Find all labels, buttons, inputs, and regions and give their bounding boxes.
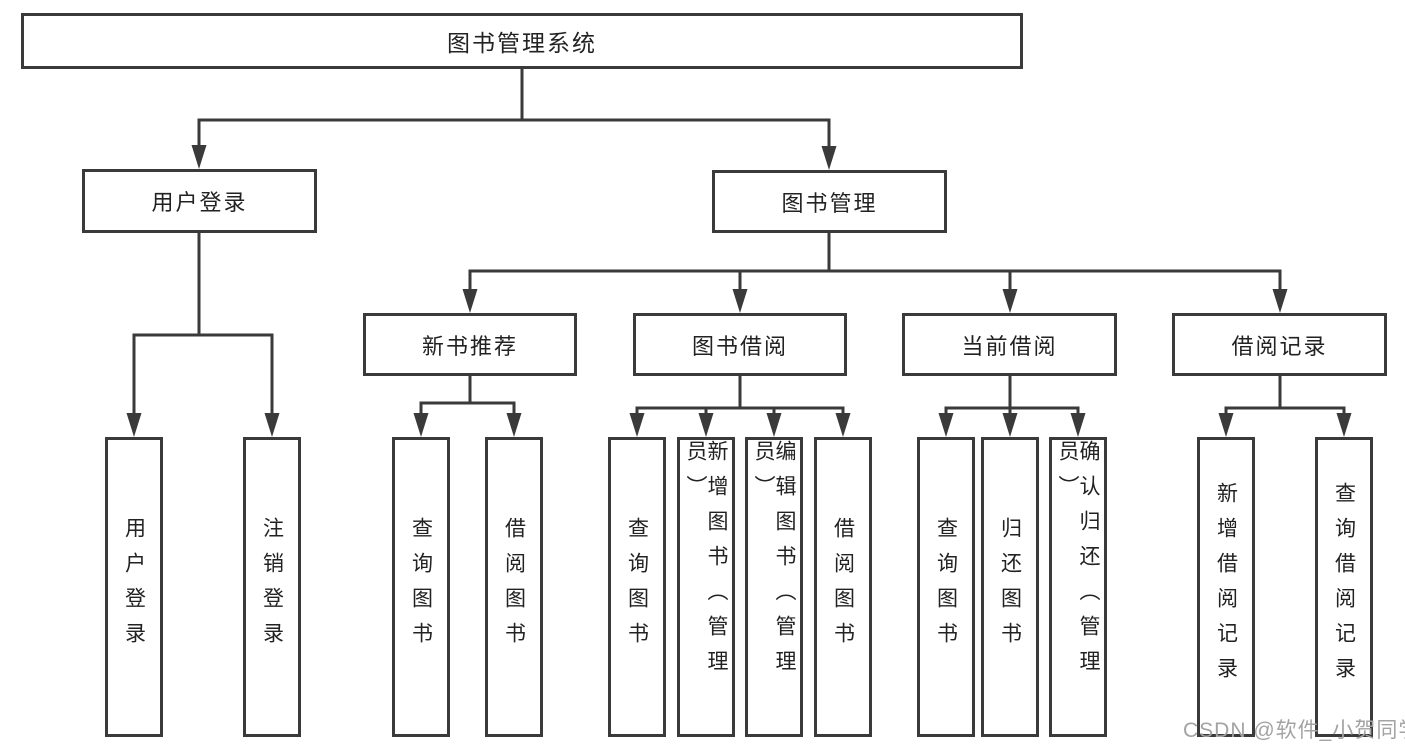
watermark: CSDN @软件_小贺同学 [1183,719,1405,742]
node-new-book-recommend: 新书推荐 [363,313,577,376]
node-book-management: 图书管理 [712,170,947,233]
leaf-confirm-return-admin: 确认归还（管理员） [1049,437,1107,737]
leaf-logout: 注销登录 [243,437,301,737]
leaf-query-books-recommend: 查询图书 [392,437,450,737]
node-user-login: 用户登录 [82,169,317,233]
node-book-borrowing: 图书借阅 [633,313,847,376]
leaf-edit-books-admin: 编辑图书（管理员） [745,437,803,737]
leaf-user-login: 用户登录 [105,437,163,737]
node-borrowing-records: 借阅记录 [1172,313,1387,376]
node-library-system: 图书管理系统 [21,13,1023,69]
leaf-query-books-current: 查询图书 [917,437,975,737]
leaf-query-books-borrowing: 查询图书 [608,437,666,737]
leaf-add-books-admin: 新增图书（管理员） [677,437,735,737]
leaf-borrow-books: 借阅图书 [814,437,872,737]
leaf-return-books: 归还图书 [981,437,1039,737]
node-current-borrowing: 当前借阅 [902,313,1117,376]
leaf-borrow-books-recommend: 借阅图书 [485,437,543,737]
leaf-query-borrow-record: 查询借阅记录 [1315,437,1373,737]
leaf-add-borrow-record: 新增借阅记录 [1197,437,1255,737]
